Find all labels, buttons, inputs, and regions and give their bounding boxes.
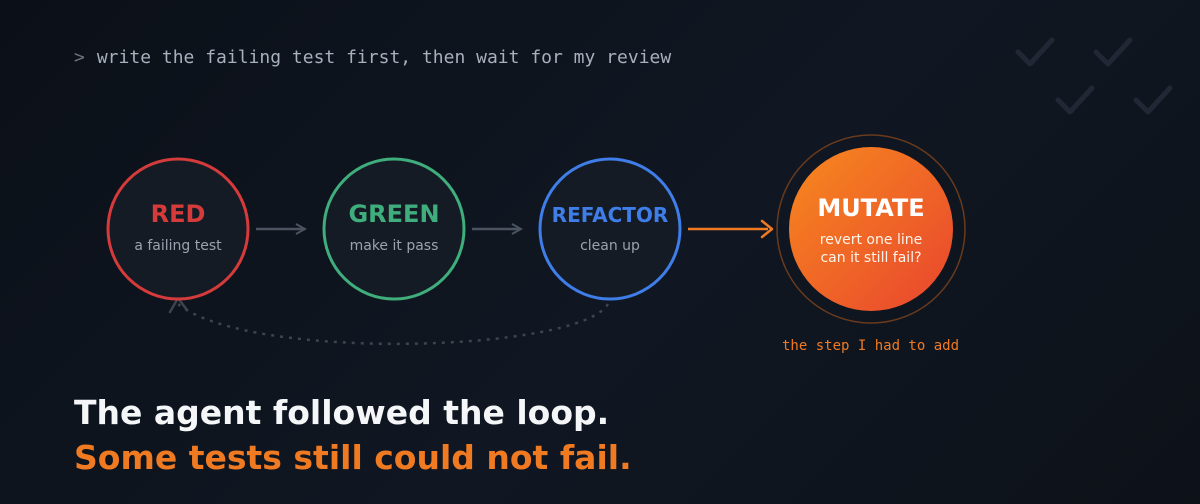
step-green-label: GREEN [348, 200, 439, 228]
step-green: GREEN make it pass [322, 157, 466, 301]
step-mutate-sub-line2: can it still fail? [820, 250, 921, 266]
checkmark-icon [1093, 37, 1133, 67]
step-mutate-sub-line1: revert one line [820, 232, 922, 248]
checkmark-icon [1015, 37, 1055, 67]
step-refactor-circle [538, 157, 682, 301]
step-red-label: RED [151, 200, 206, 228]
checkmark-icon [1055, 85, 1095, 115]
step-red-circle [106, 157, 250, 301]
step-mutate-circle [789, 147, 953, 311]
step-red: RED a failing test [106, 157, 250, 301]
loop-back-path [177, 303, 610, 346]
checkmark-decor-group [1015, 37, 1173, 115]
prompt-line: > write the failing test first, then wait… [74, 47, 671, 68]
step-refactor: REFACTOR clean up [538, 157, 682, 301]
prompt-text: write the failing test first, then wait … [96, 47, 672, 68]
headline: The agent followed the loop. [74, 393, 610, 432]
checkmark-icon [1133, 85, 1173, 115]
prompt-caret: > [74, 47, 85, 68]
step-refactor-label: REFACTOR [552, 203, 669, 227]
arrow-refactor-to-mutate-head [760, 219, 774, 239]
step-mutate-outer-ring [776, 134, 966, 324]
added-step-note: the step I had to add [782, 338, 960, 354]
step-green-circle [322, 157, 466, 301]
step-mutate-label: MUTATE [817, 194, 924, 222]
step-refactor-sub: clean up [580, 238, 640, 254]
step-green-sub: make it pass [350, 238, 439, 254]
step-red-sub: a failing test [134, 238, 222, 254]
subheadline: Some tests still could not fail. [74, 438, 632, 477]
step-mutate: MUTATE revert one line can it still fail… [776, 134, 966, 324]
